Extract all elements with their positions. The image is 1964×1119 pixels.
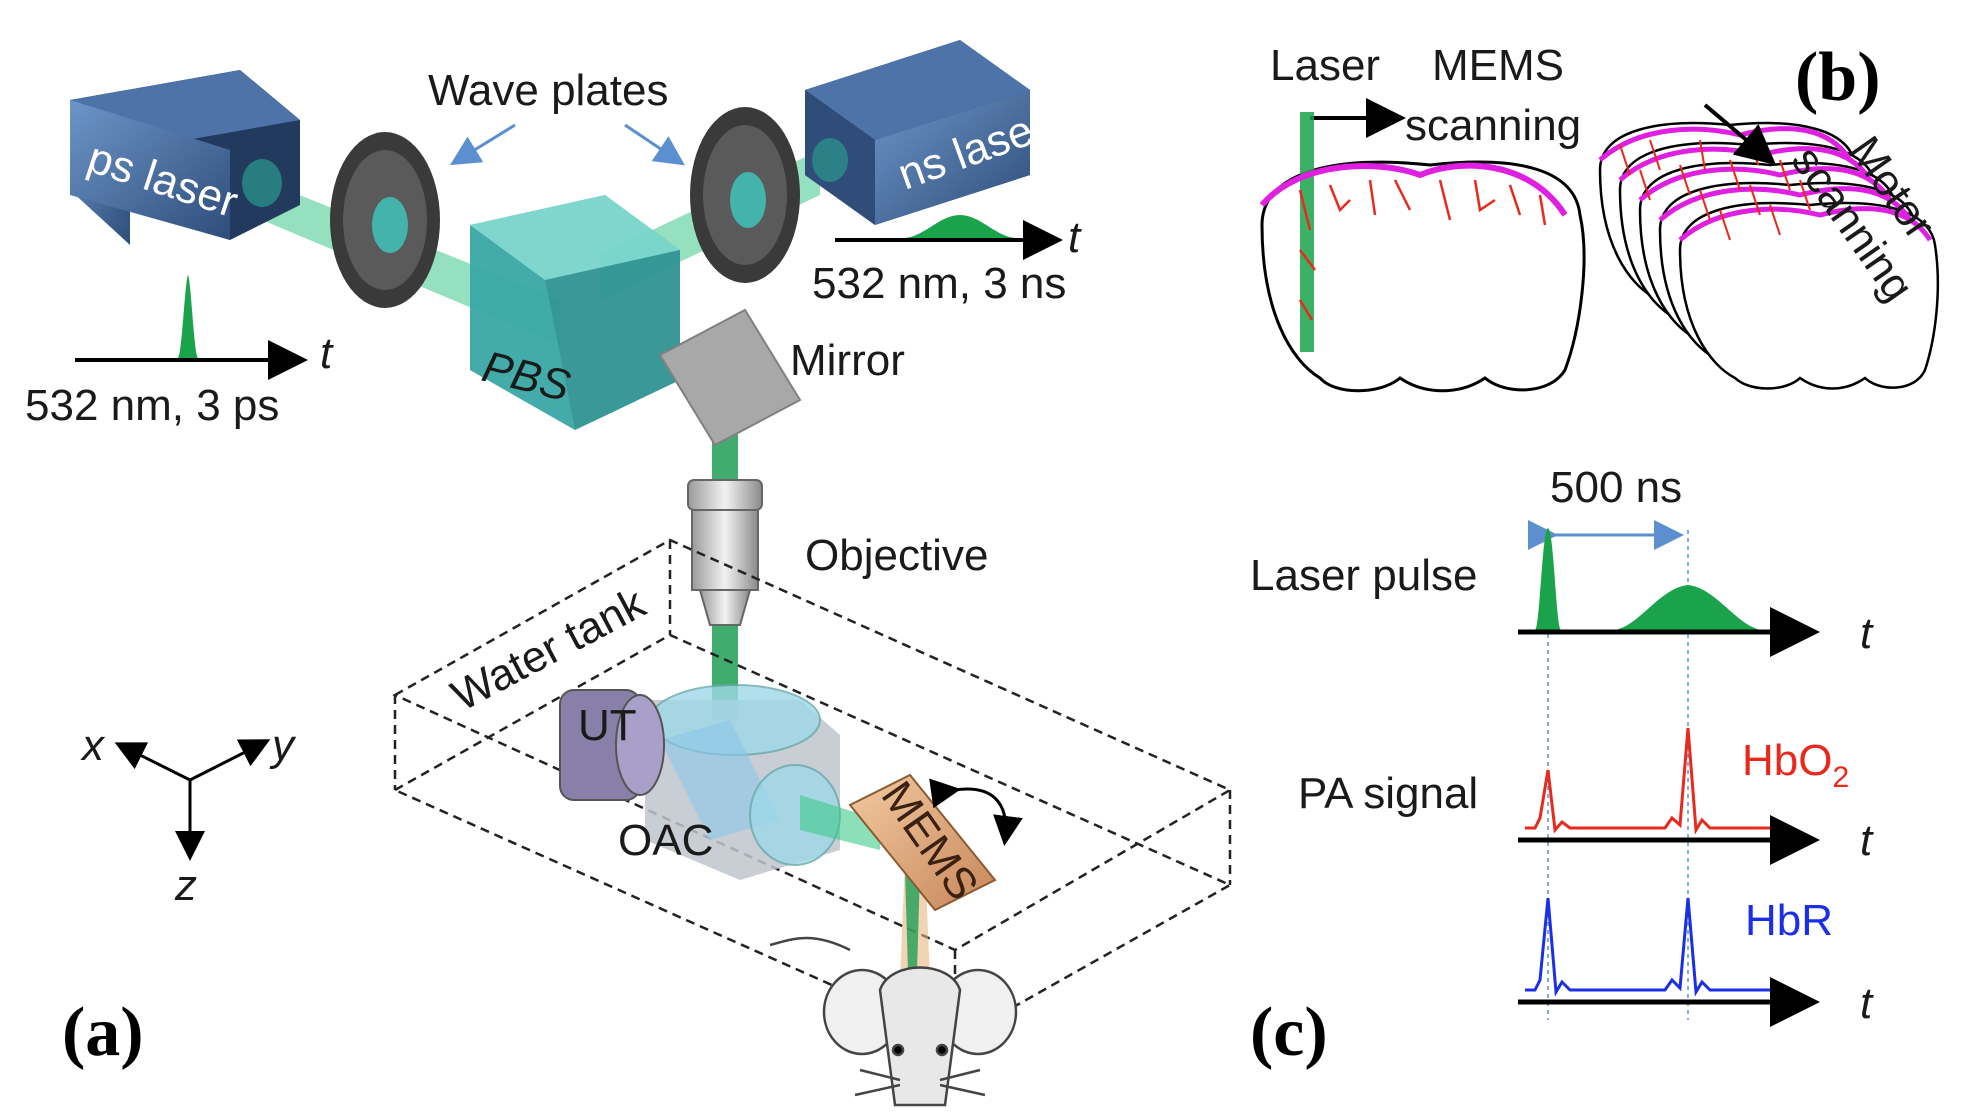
ns-laser-box: ns laser: [805, 40, 1053, 225]
ns-pulse-diagram: t 532 nm, 3 ns: [812, 213, 1082, 308]
mems-rotation-arrow: [929, 778, 1023, 846]
mems-scanning-label-1: MEMS: [1432, 41, 1564, 90]
hbo2-trace: [1525, 727, 1780, 835]
mouse-icon: [769, 936, 1018, 1107]
brain-slice-stack: [1598, 121, 1940, 390]
scan-surface-curve: [1259, 162, 1568, 217]
laser-pulse-t: t: [1860, 609, 1874, 658]
axis-y-label: y: [269, 721, 297, 770]
vessels-b: [1298, 179, 1547, 321]
wave-plates-arrow-left: [449, 123, 516, 166]
ut-transducer: [559, 689, 665, 801]
laser-label-b: Laser: [1270, 41, 1380, 90]
motor-scan-arrow: [1703, 103, 1777, 166]
panel-a: ps laser ns laser Wave plates: [25, 40, 1233, 1107]
panel-b: Laser MEMS scanning (b): [1259, 39, 1944, 393]
pbs-cube: PBS: [470, 195, 680, 430]
oac-assembly: [645, 684, 841, 880]
laser-scan-line: [1300, 112, 1314, 352]
hbr-trace: [1525, 897, 1780, 997]
laser-ps-pulse: [1535, 528, 1561, 630]
hbr-t: t: [1860, 979, 1874, 1028]
axis-x-label: x: [80, 721, 106, 770]
delay-label: 500 ns: [1550, 463, 1682, 512]
ps-pulse-diagram: t 532 nm, 3 ps: [25, 275, 334, 430]
objective-label: Objective: [805, 531, 988, 580]
wave-plates-arrow-right: [624, 123, 685, 166]
panel-b-label: (b): [1795, 39, 1881, 116]
wave-plate-left: [330, 132, 440, 308]
mirror-label: Mirror: [790, 336, 905, 385]
oac-to-mems-beam: [800, 795, 880, 850]
axes-icon: x y z: [80, 721, 297, 910]
ns-pulse-t: t: [1068, 213, 1082, 262]
axis-z-label: z: [174, 861, 197, 910]
panel-c-label: (c): [1250, 994, 1328, 1071]
wave-plates-label: Wave plates: [428, 66, 668, 115]
ps-pulse-t: t: [320, 329, 334, 378]
laser-ns-pulse: [1615, 585, 1761, 630]
pa-signal-label: PA signal: [1298, 769, 1478, 818]
ns-pulse-caption: 532 nm, 3 ns: [812, 259, 1066, 308]
objective-lens: [687, 479, 763, 626]
ps-laser-box: ps laser: [70, 70, 300, 245]
laser-pulse-label: Laser pulse: [1250, 551, 1477, 600]
ps-pulse-caption: 532 nm, 3 ps: [25, 381, 279, 430]
hbo2-label: HbO2: [1742, 736, 1849, 794]
panel-c: 500 ns Laser pulse t PA signal t HbO2 t …: [1250, 463, 1874, 1071]
mems-scanning-label-2: scanning: [1405, 101, 1581, 150]
oac-label: OAC: [618, 816, 713, 865]
ut-label: UT: [578, 701, 637, 750]
mirror: [658, 308, 802, 447]
hbr-label: HbR: [1745, 896, 1833, 945]
brain-section: [1260, 160, 1586, 393]
panel-a-label: (a): [62, 994, 144, 1071]
wave-plate-right: [690, 107, 800, 283]
hbo2-t: t: [1860, 816, 1874, 865]
